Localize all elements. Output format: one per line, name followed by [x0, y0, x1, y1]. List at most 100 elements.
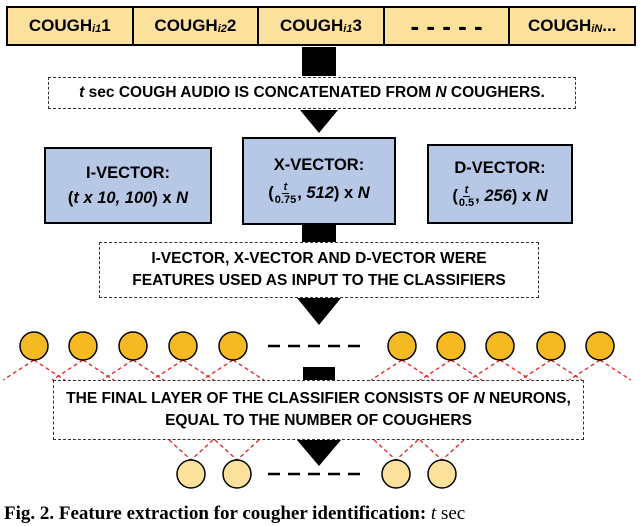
final-layer-text: THE FINAL LAYER OF THE CLASSIFIER CONSIS…	[66, 389, 474, 407]
input-connection-line	[568, 359, 601, 381]
caption-label: Fig. 2.	[4, 503, 55, 524]
ivector-n: N	[176, 188, 189, 207]
input-neuron	[68, 331, 98, 361]
arrow-down-2	[297, 298, 341, 325]
dvector-n: N	[535, 186, 548, 205]
input-connection-line	[51, 359, 84, 381]
connection-lines	[2, 359, 632, 461]
figure-caption: Fig. 2. Feature extraction for cougher i…	[4, 503, 640, 525]
input-neuron	[485, 331, 515, 361]
output-neuron	[176, 459, 206, 489]
input-connection-line	[201, 359, 234, 381]
cough-cell-index: 3	[352, 16, 362, 35]
input-connection-line	[450, 359, 483, 381]
cough-cell-index: 1	[101, 16, 111, 35]
input-connection-line	[550, 359, 583, 381]
concat-text: sec COUGH AUDIO IS CONCATENATED FROM	[84, 83, 436, 101]
ivector-box: I-VECTOR: (t x 10, 100) x N	[44, 147, 212, 224]
input-connection-line	[2, 359, 35, 381]
xvector-times: x	[344, 183, 354, 202]
input-neuron	[19, 331, 49, 361]
input-connection-line	[232, 359, 265, 381]
cough-cell-sub: i1	[343, 23, 353, 35]
input-neuron	[536, 331, 566, 361]
output-connection-line	[419, 439, 443, 461]
input-connection-line	[82, 359, 115, 381]
xvector-den: 0.75	[274, 194, 297, 206]
xvector-dim: 512	[306, 183, 334, 202]
output-connection-line	[168, 439, 192, 461]
features-note: I-VECTOR, X-VECTOR AND D-VECTOR WERE FEA…	[99, 242, 539, 298]
output-connection-line	[441, 439, 465, 461]
concat-t: t	[79, 83, 85, 101]
input-connection-line	[499, 359, 532, 381]
cough-cell-index: ...	[602, 16, 617, 35]
cough-cell-index: 2	[226, 16, 237, 35]
output-neuron	[222, 459, 252, 489]
cough-cell-sub: iN	[591, 23, 603, 35]
arrow-down-1	[300, 110, 338, 133]
output-connection-line	[236, 439, 260, 461]
output-connection-line	[395, 439, 419, 461]
cough-cell-label: COUGH	[280, 16, 344, 35]
output-connection-line	[214, 439, 238, 461]
arrow-down-3	[297, 440, 341, 466]
final-layer-line-1: THE FINAL LAYER OF THE CLASSIFIER CONSIS…	[66, 388, 571, 410]
cough-cell-sub: i1	[92, 23, 102, 35]
ivector-formula: (t x 10, 100) x N	[67, 188, 189, 207]
input-connection-line	[599, 359, 632, 381]
caption-t: t	[426, 503, 437, 524]
input-connection-line	[468, 359, 501, 381]
cough-cell-label: COUGH	[28, 16, 93, 35]
dvector-dim: 256	[484, 186, 512, 205]
output-neuron	[427, 459, 457, 489]
features-line-2: FEATURES USED AS INPUT TO THE CLASSIFIER…	[132, 272, 506, 289]
cough-cell-label: COUGH	[527, 16, 592, 35]
final-layer-text-end: NEURONS,	[484, 389, 571, 407]
input-connection-line	[370, 359, 403, 381]
concat-text-end: COUGHERS.	[446, 83, 545, 101]
xvector-n: N	[357, 183, 370, 202]
cough-cell-ellipsis: - - - - -	[382, 6, 511, 46]
ivector-title: I-VECTOR:	[85, 163, 171, 182]
input-neuron	[218, 331, 248, 361]
dvector-den: 0.5	[458, 197, 475, 209]
connector-bar-1	[302, 47, 336, 76]
caption-title: Feature extraction for cougher identific…	[54, 503, 427, 524]
input-connection-line	[132, 359, 165, 381]
concat-note: t sec COUGH AUDIO IS CONCATENATED FROM N…	[48, 77, 576, 109]
input-neuron	[585, 331, 615, 361]
xvector-num: t	[281, 180, 290, 194]
ivector-times: x	[162, 188, 172, 207]
input-neuron	[118, 331, 148, 361]
connector-bar-2	[302, 225, 336, 242]
output-connection-line	[190, 439, 214, 461]
concat-n: N	[435, 83, 447, 101]
dvector-times: x	[521, 186, 532, 205]
features-line-1: I-VECTOR, X-VECTOR AND D-VECTOR WERE	[151, 249, 487, 267]
input-connection-line	[401, 359, 434, 381]
dvector-title: D-VECTOR:	[454, 158, 546, 177]
output-neuron	[381, 459, 411, 489]
input-neuron	[387, 331, 417, 361]
cough-cell-dashes: - - - - -	[410, 11, 483, 41]
input-connection-line	[519, 359, 552, 381]
input-neuron	[168, 331, 198, 361]
cough-cell-sub: i2	[217, 23, 227, 35]
caption-rest: sec	[436, 503, 466, 524]
final-layer-n: N	[473, 389, 485, 407]
input-layer	[19, 331, 615, 361]
connector-bar-3	[303, 367, 335, 380]
xvector-title: X-VECTOR:	[273, 155, 365, 174]
